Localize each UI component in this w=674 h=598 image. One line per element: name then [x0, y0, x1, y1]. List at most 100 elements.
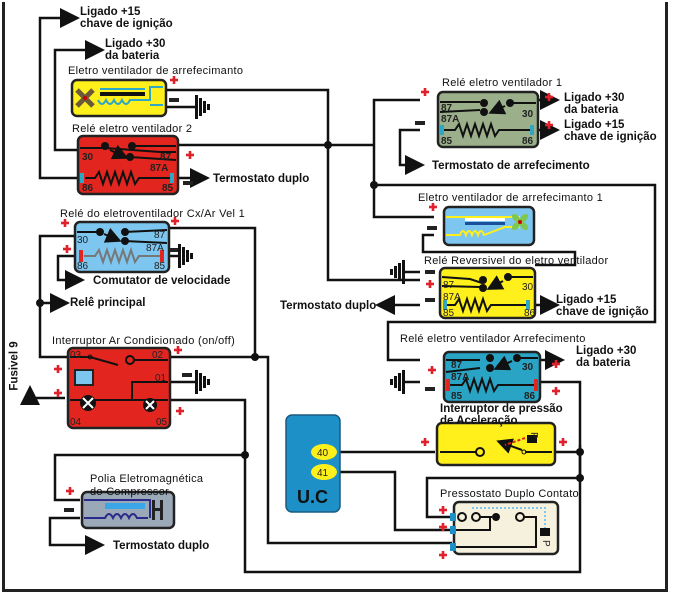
- junction-dot: [241, 451, 249, 459]
- svg-text:86: 86: [524, 391, 536, 402]
- label-line: de Aceleração: [440, 415, 518, 427]
- ground-icon: [178, 244, 193, 268]
- fan-icon: [511, 213, 529, 231]
- relay-reversivel-title: Relé Reversivel do eletro ventilador: [424, 255, 609, 267]
- label-line: Interruptor de pressão: [440, 403, 563, 415]
- wire-relay1-87: [372, 98, 434, 219]
- relay-cx-title: Relé do eletroventilador Cx/Ar Vel 1: [60, 208, 246, 220]
- svg-text:P: P: [528, 432, 539, 439]
- diagram-frame: [2, 2, 668, 592]
- label-line: da bateria: [576, 357, 631, 369]
- label-line: chave de ignição: [80, 18, 173, 30]
- junction-dot: [324, 141, 332, 149]
- svg-text:05: 05: [156, 417, 168, 428]
- svg-text:86: 86: [522, 136, 534, 147]
- fan-1-title: Eletro ventilador de arrefecimanto 1: [418, 192, 604, 204]
- svg-text:41: 41: [317, 468, 329, 479]
- fan-main-component: [70, 78, 168, 118]
- fan-icon: [75, 88, 95, 108]
- svg-text:30: 30: [522, 282, 534, 293]
- svg-text:U.C: U.C: [297, 487, 328, 507]
- fusivel-label: Fusivel 9: [8, 341, 21, 391]
- junction-dot: [576, 448, 584, 456]
- wire-fusivel: [20, 385, 65, 405]
- relay-arrefecimento-title: Relé eletro ventilador Arrefecimento: [400, 333, 586, 345]
- ground-icon: [195, 370, 210, 394]
- wire-relay1-85: [398, 128, 425, 175]
- label-line: Ligado +15: [556, 294, 617, 306]
- wire-arref-86: [540, 380, 582, 478]
- svg-text:87A: 87A: [150, 163, 168, 174]
- label-line: da bateria: [564, 104, 619, 116]
- label-line: Ligado +30: [564, 92, 625, 104]
- svg-text:40: 40: [317, 448, 329, 459]
- svg-text:87: 87: [160, 152, 172, 163]
- svg-text:P: P: [540, 540, 551, 547]
- svg-text:30: 30: [522, 362, 534, 373]
- pressostato-component: P: [450, 500, 560, 556]
- ac-switch-component: 03 02 01 04 05: [66, 346, 172, 430]
- relay-2-component: 30 87 87A 86 85: [76, 134, 180, 196]
- relay-1-title: Relé eletro ventilador 1: [442, 77, 563, 89]
- svg-text:86: 86: [82, 183, 94, 194]
- svg-text:85: 85: [451, 391, 463, 402]
- svg-text:86: 86: [524, 308, 536, 319]
- label-line: da bateria: [105, 50, 160, 62]
- comutador-label: Comutator de velocidade: [93, 275, 231, 287]
- wire-pressostato-top: [425, 476, 580, 519]
- label-line: Polia Eletromagnética: [90, 473, 204, 485]
- relay-reversivel-component: 87 30 87A 85 86: [438, 266, 537, 320]
- wire-relay-rev-87: [326, 145, 420, 282]
- svg-text:30: 30: [77, 235, 89, 246]
- wire-ign15-top: [38, 8, 80, 180]
- wire-bat30-top: [53, 40, 105, 152]
- label-line: Ligado +15: [80, 6, 141, 18]
- junction-dot: [370, 181, 378, 189]
- wire-relay-cx-30: [38, 234, 75, 359]
- svg-text:85: 85: [443, 308, 455, 319]
- termo-duplo-1-label: Termostato duplo: [213, 173, 310, 185]
- label-line: do Compressor: [90, 486, 170, 498]
- ground-icon: [195, 95, 210, 119]
- uc-component: 40 41 U.C: [285, 414, 341, 513]
- pressure-switch-component: P: [435, 421, 557, 467]
- svg-text:30: 30: [82, 152, 94, 163]
- svg-text:01: 01: [155, 373, 167, 384]
- junction-dot: [36, 299, 44, 307]
- svg-text:87A: 87A: [443, 292, 461, 303]
- fan-main-title: Eletro ventilador de arrefecimanto: [68, 65, 244, 77]
- compressor-component: [80, 490, 176, 530]
- svg-text:30: 30: [522, 109, 534, 120]
- wire-ac-05: [170, 398, 247, 455]
- uc-pin-41: [311, 464, 337, 480]
- wire-uc-41: [340, 470, 452, 532]
- wire-relay-cx-87: [168, 226, 257, 359]
- svg-text:87A: 87A: [441, 114, 459, 125]
- svg-text:03: 03: [70, 350, 82, 361]
- wire-fan1-minus: [421, 233, 577, 267]
- label-line: Ligado +15: [564, 119, 625, 131]
- lamp-icon: [143, 398, 157, 412]
- relay-cx-component: 30 87 87A 86 85: [73, 220, 171, 274]
- svg-text:87: 87: [443, 280, 455, 291]
- svg-text:87: 87: [441, 103, 453, 114]
- ground-icon: [390, 370, 405, 394]
- svg-text:86: 86: [77, 261, 89, 272]
- svg-text:02: 02: [152, 350, 164, 361]
- relay-arrefecimento-component: 87 30 87A 85 86: [442, 350, 542, 404]
- wire-fan-plus: [165, 88, 330, 145]
- label-line: Ligado +30: [576, 345, 637, 357]
- svg-text:85: 85: [154, 261, 166, 272]
- svg-text:87: 87: [154, 230, 166, 241]
- svg-text:87A: 87A: [451, 372, 469, 383]
- termo-arref-label: Termostato de arrefecimento: [432, 160, 590, 172]
- relay-2-title: Relé eletro ventilador 2: [72, 123, 193, 135]
- wire-ac-02-down: [255, 355, 452, 545]
- fan-1-component: [442, 205, 536, 247]
